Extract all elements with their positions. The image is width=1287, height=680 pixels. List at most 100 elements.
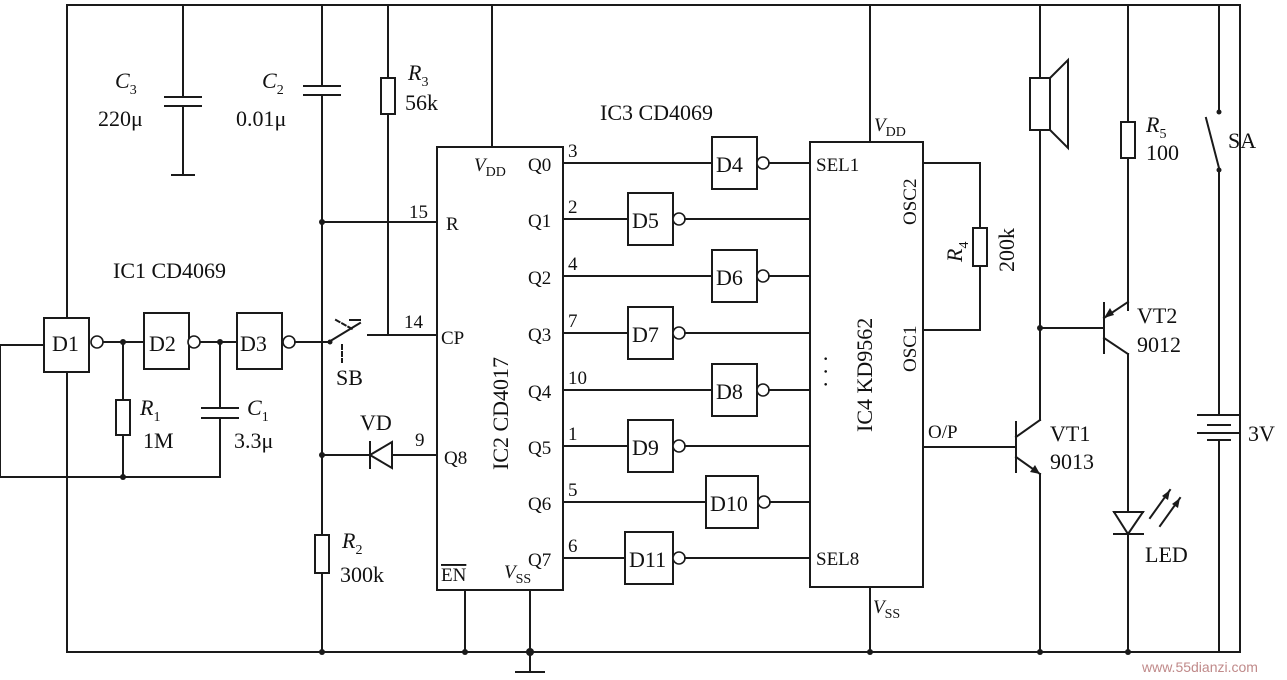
sb-label: SB bbox=[336, 365, 363, 390]
gate-d1-bubble bbox=[90, 335, 104, 349]
gate-d11 bbox=[624, 531, 674, 585]
ic2-pinnum-q4: 10 bbox=[568, 368, 587, 389]
ic3-title: IC3 CD4069 bbox=[600, 100, 713, 125]
ic2-body bbox=[436, 4, 564, 653]
ic4-name: IC4 KD9562 bbox=[852, 318, 877, 432]
ic2-pinnum-q3: 7 bbox=[568, 311, 578, 332]
resistor-r2 bbox=[314, 534, 330, 653]
power-rails bbox=[66, 4, 1241, 653]
gate-d7-label: D7 bbox=[632, 322, 659, 347]
ic2-pinnum-q2: 4 bbox=[568, 254, 578, 275]
ic4-dots: · · · bbox=[813, 355, 838, 388]
r3-name: R3 bbox=[407, 60, 428, 90]
gate-d8-label: D8 bbox=[716, 379, 743, 404]
ic4-pin-osc2: OSC2 bbox=[900, 179, 921, 225]
gate-d9-label: D9 bbox=[632, 435, 659, 460]
ic2-pinnum-q0: 3 bbox=[568, 141, 578, 162]
ic2-pinnum-q7: 6 bbox=[568, 536, 578, 557]
r4-value: 200k bbox=[994, 228, 1019, 272]
battery bbox=[1197, 414, 1241, 441]
ic4-pin-op: O/P bbox=[928, 422, 958, 443]
ic2-vdd: VDD bbox=[474, 155, 506, 180]
vt1-value: 9013 bbox=[1050, 449, 1094, 474]
gate-d3-label: D3 bbox=[240, 331, 267, 356]
ic2-output-q0: Q0 bbox=[528, 155, 551, 176]
battery-label: 3V bbox=[1248, 421, 1275, 446]
gate-d2-label: D2 bbox=[149, 331, 176, 356]
ic4-pin-sel8: SEL8 bbox=[816, 549, 859, 570]
r1-name: R1 bbox=[139, 395, 160, 425]
gate-d9-bubble bbox=[672, 439, 686, 453]
junction-dots bbox=[120, 219, 1131, 655]
c2-name: C2 bbox=[262, 68, 284, 98]
watermark: www.55dianzi.com bbox=[1141, 659, 1258, 675]
vt1-name: VT1 bbox=[1050, 421, 1090, 446]
vd-label: VD bbox=[360, 410, 392, 435]
r5-value: 100 bbox=[1146, 140, 1179, 165]
gate-d1-label: D1 bbox=[52, 331, 79, 356]
ic4-vdd: VDD bbox=[874, 115, 906, 140]
capacitor-c1 bbox=[201, 407, 239, 419]
resistor-r1 bbox=[115, 399, 131, 436]
switch-sb[interactable] bbox=[294, 318, 438, 363]
ic2-pinnum-r: 15 bbox=[409, 202, 428, 223]
ic2-output-q1: Q1 bbox=[528, 211, 551, 232]
ic4-pin-sel1: SEL1 bbox=[816, 155, 859, 176]
ic2-pin-cp: CP bbox=[441, 328, 464, 349]
gate-d11-bubble bbox=[672, 551, 686, 565]
ic4-vss: VSS bbox=[873, 597, 900, 622]
gate-d10-label: D10 bbox=[710, 491, 748, 516]
led-label: LED bbox=[1145, 542, 1188, 567]
c3-name: C3 bbox=[115, 68, 137, 98]
ic2-output-q7: Q7 bbox=[528, 550, 551, 571]
capacitor-c3 bbox=[164, 4, 202, 176]
ic2-name: IC2 CD4017 bbox=[488, 357, 513, 470]
gate-d2 bbox=[143, 312, 190, 370]
diode-vd bbox=[321, 440, 438, 470]
gate-d6-label: D6 bbox=[716, 265, 743, 290]
c1-name: C1 bbox=[247, 395, 269, 425]
gate-d4-bubble bbox=[756, 156, 770, 170]
r5-name: R5 bbox=[1145, 112, 1166, 142]
resistor-r5 bbox=[1120, 4, 1136, 311]
r2-value: 300k bbox=[340, 562, 384, 587]
resistor-r4 bbox=[922, 162, 988, 331]
gate-d1 bbox=[43, 317, 90, 373]
gate-d5-label: D5 bbox=[632, 208, 659, 233]
ic2-pinnum-q6: 5 bbox=[568, 480, 578, 501]
ic2-output-q2: Q2 bbox=[528, 268, 551, 289]
ic2-output-q5: Q5 bbox=[528, 438, 551, 459]
ic2-output-q6: Q6 bbox=[528, 494, 551, 515]
gate-d3-bubble bbox=[282, 335, 296, 349]
ic2-pinnum-q5: 1 bbox=[568, 424, 578, 445]
switch-sa[interactable] bbox=[1204, 109, 1222, 173]
gate-d4 bbox=[711, 136, 758, 190]
transistor-vt1 bbox=[922, 418, 1042, 653]
gate-d8 bbox=[711, 363, 758, 417]
gate-d4-label: D4 bbox=[716, 152, 743, 177]
gate-d8-bubble bbox=[756, 383, 770, 397]
resistor-r3 bbox=[380, 4, 396, 336]
ground-symbol bbox=[515, 648, 545, 673]
r2-name: R2 bbox=[341, 528, 362, 558]
ic2-pin-q8: Q8 bbox=[444, 448, 467, 469]
ic2-pin-r: R bbox=[446, 214, 459, 235]
gate-d11-label: D11 bbox=[629, 547, 666, 572]
c3-value: 220μ bbox=[98, 106, 143, 131]
ic2-pinnum-q8: 9 bbox=[415, 430, 425, 451]
transistor-vt2 bbox=[1039, 300, 1130, 513]
gate-d6-bubble bbox=[756, 269, 770, 283]
gate-d2-bubble bbox=[187, 335, 201, 349]
ic4-body bbox=[809, 4, 924, 653]
gate-d5-bubble bbox=[672, 212, 686, 226]
ic2-output-q3: Q3 bbox=[528, 325, 551, 346]
gate-d9 bbox=[627, 419, 674, 473]
ic4-pin-osc1: OSC1 bbox=[900, 326, 921, 372]
ic2-vss: VSS bbox=[504, 562, 531, 587]
ic2-pinnum-cp: 14 bbox=[404, 312, 424, 333]
speaker bbox=[1029, 4, 1069, 421]
vt2-name: VT2 bbox=[1137, 303, 1177, 328]
gate-d7-bubble bbox=[672, 326, 686, 340]
